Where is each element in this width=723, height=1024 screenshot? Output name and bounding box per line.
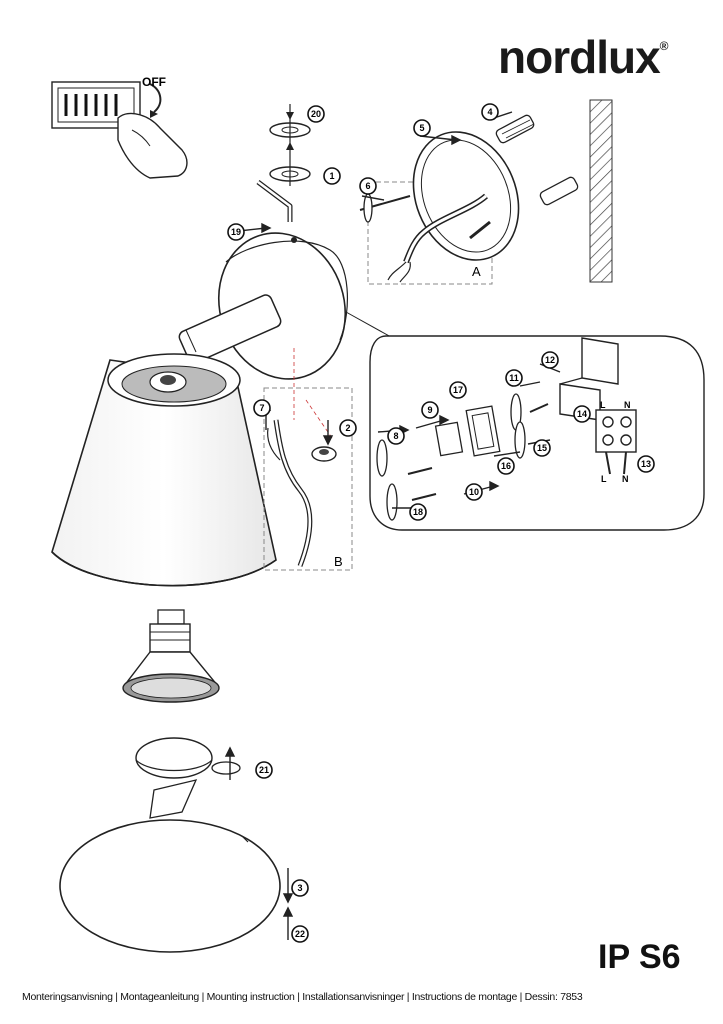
step-badge-2: 2 [339, 419, 357, 437]
fuse-switch-off: OFF [51, 75, 188, 179]
svg-text:22: 22 [295, 929, 305, 939]
step-badge-10: 10 [465, 483, 483, 501]
step-badge-19: 19 [227, 223, 245, 241]
box-b-label: B [334, 554, 343, 569]
svg-text:16: 16 [501, 461, 511, 471]
mounting-plate-group: A [359, 131, 520, 285]
lamp-canopy [178, 232, 348, 380]
terminal-n-top: N [624, 400, 631, 410]
svg-text:1: 1 [329, 171, 334, 181]
lampshade [51, 353, 277, 587]
step-badge-14: 14 [573, 405, 591, 423]
allen-key [256, 180, 293, 222]
step-badge-21: 21 [255, 761, 273, 779]
svg-text:9: 9 [427, 405, 432, 415]
step-badge-4: 4 [481, 103, 499, 121]
step-badge-12: 12 [541, 351, 559, 369]
washer-top [269, 104, 311, 186]
step-badges: 1 2 3 4 5 6 7 8 9 10 11 12 13 14 15 16 1… [227, 103, 655, 943]
step-badge-6: 6 [359, 177, 377, 195]
brand-logo: nordlux® [498, 34, 668, 80]
svg-text:11: 11 [509, 373, 519, 383]
wall [589, 99, 613, 283]
svg-text:12: 12 [545, 355, 555, 365]
terminal-l-top: L [600, 400, 606, 410]
svg-text:4: 4 [487, 107, 492, 117]
glass-holder [135, 737, 241, 819]
cable-box-b: B [263, 348, 353, 571]
svg-text:14: 14 [577, 409, 587, 419]
svg-text:2: 2 [345, 423, 350, 433]
terminal-l-bottom: L [601, 474, 607, 484]
step-badge-9: 9 [421, 401, 439, 419]
step-badge-16: 16 [497, 457, 515, 475]
svg-text:5: 5 [419, 123, 424, 133]
box-a-label: A [472, 264, 481, 279]
step-badge-13: 13 [637, 455, 655, 473]
registered-mark: ® [659, 39, 669, 53]
step-badge-1: 1 [323, 167, 341, 185]
svg-text:15: 15 [537, 443, 547, 453]
step-badge-8: 8 [387, 427, 405, 445]
brand-name: nordlux [498, 31, 661, 83]
gu10-bulb [122, 609, 220, 703]
svg-text:3: 3 [297, 883, 302, 893]
svg-text:10: 10 [469, 487, 479, 497]
step-badge-15: 15 [533, 439, 551, 457]
step-badge-20: 20 [307, 105, 325, 123]
step-badge-7: 7 [253, 399, 271, 417]
step-badge-18: 18 [409, 503, 427, 521]
wiring-detail-panel: L N L N [369, 335, 705, 531]
svg-text:17: 17 [453, 385, 463, 395]
svg-text:18: 18 [413, 507, 423, 517]
step-badge-3: 3 [291, 879, 309, 897]
diffuser-glass [59, 819, 281, 953]
svg-text:8: 8 [393, 431, 398, 441]
step-badge-17: 17 [449, 381, 467, 399]
svg-text:20: 20 [311, 109, 321, 119]
step-badge-22: 22 [291, 925, 309, 943]
step-badge-5: 5 [413, 119, 431, 137]
ip-rating: IP S6 [598, 938, 681, 976]
svg-text:6: 6 [365, 181, 370, 191]
svg-text:13: 13 [641, 459, 651, 469]
wall-plugs [495, 114, 579, 206]
svg-text:21: 21 [259, 765, 269, 775]
terminal-n-bottom: N [622, 474, 629, 484]
switch-off-label: OFF [142, 75, 166, 89]
svg-text:19: 19 [231, 227, 241, 237]
footer-caption: Monteringsanvisning | Montageanleitung |… [22, 991, 583, 1003]
step-badge-11: 11 [505, 369, 523, 387]
svg-text:7: 7 [259, 403, 264, 413]
